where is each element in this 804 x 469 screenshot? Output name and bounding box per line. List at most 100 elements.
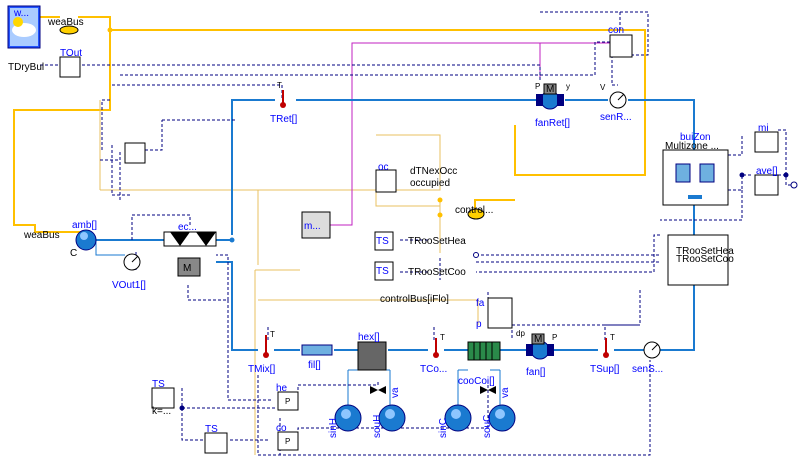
troo-set-block[interactable]: TRooSetHea TRooSetCoo bbox=[667, 234, 734, 286]
ts-bottom-block[interactable]: TS k=... bbox=[151, 379, 175, 417]
heating-controller[interactable]: P he bbox=[276, 383, 299, 411]
buizon-block[interactable]: buiZon Multizone ... bbox=[662, 132, 729, 206]
fan-dp: dp bbox=[516, 329, 525, 338]
tmix-t: T bbox=[270, 330, 275, 339]
souc-label: souC bbox=[482, 415, 493, 438]
ts-mid-label: TS bbox=[205, 424, 218, 435]
con-block[interactable]: con bbox=[608, 25, 633, 58]
hex-block[interactable]: hex[] bbox=[357, 332, 387, 371]
cooling-valve[interactable]: va bbox=[480, 386, 511, 398]
source-cooling[interactable]: souC bbox=[482, 404, 516, 438]
troosethea-right: TRooSetHea bbox=[676, 246, 734, 257]
heating-valve-label: va bbox=[390, 387, 401, 398]
mi-label: mi bbox=[758, 123, 769, 134]
fan-m: M bbox=[534, 334, 542, 345]
control-bus-connector[interactable]: control... bbox=[455, 205, 493, 220]
tsup-label: TSup[] bbox=[590, 364, 620, 375]
signal-lines bbox=[330, 42, 610, 226]
p-small-label: p bbox=[476, 319, 482, 330]
amb-source[interactable]: amb[] C bbox=[70, 220, 97, 259]
senret-label: senR... bbox=[600, 112, 632, 123]
source-heating[interactable]: souH bbox=[372, 404, 406, 438]
cooling-valve-label: va bbox=[500, 387, 511, 398]
co-label: co bbox=[276, 423, 287, 434]
weabus-connector[interactable]: weaBus bbox=[47, 17, 84, 35]
co-p: P bbox=[285, 437, 290, 446]
fanret-y: y bbox=[566, 82, 570, 91]
ts-mid-block[interactable]: TS bbox=[204, 424, 228, 454]
sinh-label: sinH bbox=[328, 418, 339, 438]
vout1-label: VOut1[] bbox=[112, 280, 146, 291]
mux-block[interactable] bbox=[124, 142, 146, 164]
tret-label: TRet[] bbox=[270, 114, 297, 125]
sensup-label: senS... bbox=[632, 364, 663, 375]
souh-label: souH bbox=[372, 415, 383, 438]
he-p: P bbox=[285, 397, 290, 406]
fan-p: P bbox=[552, 333, 557, 342]
tsup-sensor[interactable]: T TSup[] bbox=[590, 333, 620, 375]
ts-cooling-block[interactable]: TS TRooSetCoo bbox=[374, 261, 466, 281]
oc-label: oc bbox=[378, 162, 389, 173]
troosethea-label: TRooSetHea bbox=[408, 236, 466, 247]
weabus-left-label: weaBus bbox=[23, 230, 60, 241]
filter-block[interactable]: fil[] bbox=[301, 344, 333, 371]
vout1-sensor[interactable]: VOut1[] bbox=[112, 253, 146, 291]
tout-label: TOut bbox=[60, 48, 82, 59]
tmix-sensor[interactable]: T TMix[] bbox=[248, 330, 275, 375]
fa-block[interactable]: fa p bbox=[476, 297, 513, 330]
tco-sensor[interactable]: T TCo... bbox=[420, 333, 447, 375]
weather-label: w... bbox=[13, 8, 29, 19]
m-label: m... bbox=[304, 221, 321, 232]
tret-t-symbol: T bbox=[277, 81, 282, 90]
ts-bottom-label: TS bbox=[152, 379, 165, 390]
heating-valve[interactable]: va bbox=[370, 386, 401, 398]
fan-label: fan[] bbox=[526, 367, 546, 378]
supply-fan-block[interactable]: M dp P fan[] bbox=[516, 329, 557, 378]
senret-sensor[interactable]: V senR... bbox=[600, 83, 632, 123]
cooling-coil-block[interactable]: cooCoi[] bbox=[458, 341, 501, 387]
coocoi-label: cooCoi[] bbox=[458, 376, 495, 387]
weather-data-block[interactable]: w... bbox=[7, 5, 41, 49]
sinc-label: sinC bbox=[438, 418, 449, 438]
fanret-m: M bbox=[546, 84, 554, 95]
occupancy-block[interactable]: oc dTNexOcc occupied bbox=[375, 162, 457, 193]
eco-motor[interactable]: M bbox=[177, 257, 201, 277]
controlbus-label: controlBus[iFlo] bbox=[380, 294, 449, 305]
mi-block[interactable]: mi bbox=[754, 123, 779, 153]
tco-label: TCo... bbox=[420, 364, 447, 375]
troosetcoo-right: TRooSetCoo bbox=[676, 254, 734, 265]
tco-t: T bbox=[440, 333, 445, 342]
ave-block[interactable]: ave[] bbox=[754, 166, 779, 196]
hex-label: hex[] bbox=[358, 332, 380, 343]
c-label: C bbox=[70, 248, 77, 259]
he-label: he bbox=[276, 383, 288, 394]
sensup-sensor[interactable]: senS... bbox=[632, 341, 663, 375]
fa-label: fa bbox=[476, 298, 485, 309]
ts-heating-block[interactable]: TS TRooSetHea bbox=[374, 231, 466, 251]
ts-cooling-tag: TS bbox=[376, 266, 389, 277]
tdrybul-label: TDryBul bbox=[8, 62, 44, 73]
fil-label: fil[] bbox=[308, 360, 321, 371]
air-flow-lines bbox=[95, 99, 695, 415]
tmix-label: TMix[] bbox=[248, 364, 275, 375]
fanret-block[interactable]: M P y fanRet[] bbox=[535, 82, 570, 129]
fanret-p: P bbox=[535, 82, 540, 91]
eco-motor-m: M bbox=[183, 263, 191, 274]
senret-v: V bbox=[600, 83, 606, 92]
eco-label: ec... bbox=[178, 222, 197, 233]
cooling-controller[interactable]: P co bbox=[276, 423, 299, 451]
connection-dots bbox=[107, 27, 798, 411]
k-label: k=... bbox=[152, 406, 171, 417]
sink-cooling[interactable]: sinC bbox=[438, 404, 472, 438]
fanret-label: fanRet[] bbox=[535, 118, 570, 129]
economizer-block[interactable]: ec... bbox=[163, 222, 217, 247]
ave-label: ave[] bbox=[756, 166, 778, 177]
control-label: control... bbox=[455, 205, 493, 216]
troosetcoo-label: TRooSetCoo bbox=[408, 267, 466, 278]
tret-sensor[interactable]: T TRet[] bbox=[270, 81, 297, 125]
m-block[interactable]: m... bbox=[301, 211, 331, 239]
sink-heating[interactable]: sinH bbox=[328, 404, 362, 438]
buizon-label: buiZon bbox=[680, 132, 711, 143]
tout-block[interactable]: TOut bbox=[59, 48, 82, 78]
